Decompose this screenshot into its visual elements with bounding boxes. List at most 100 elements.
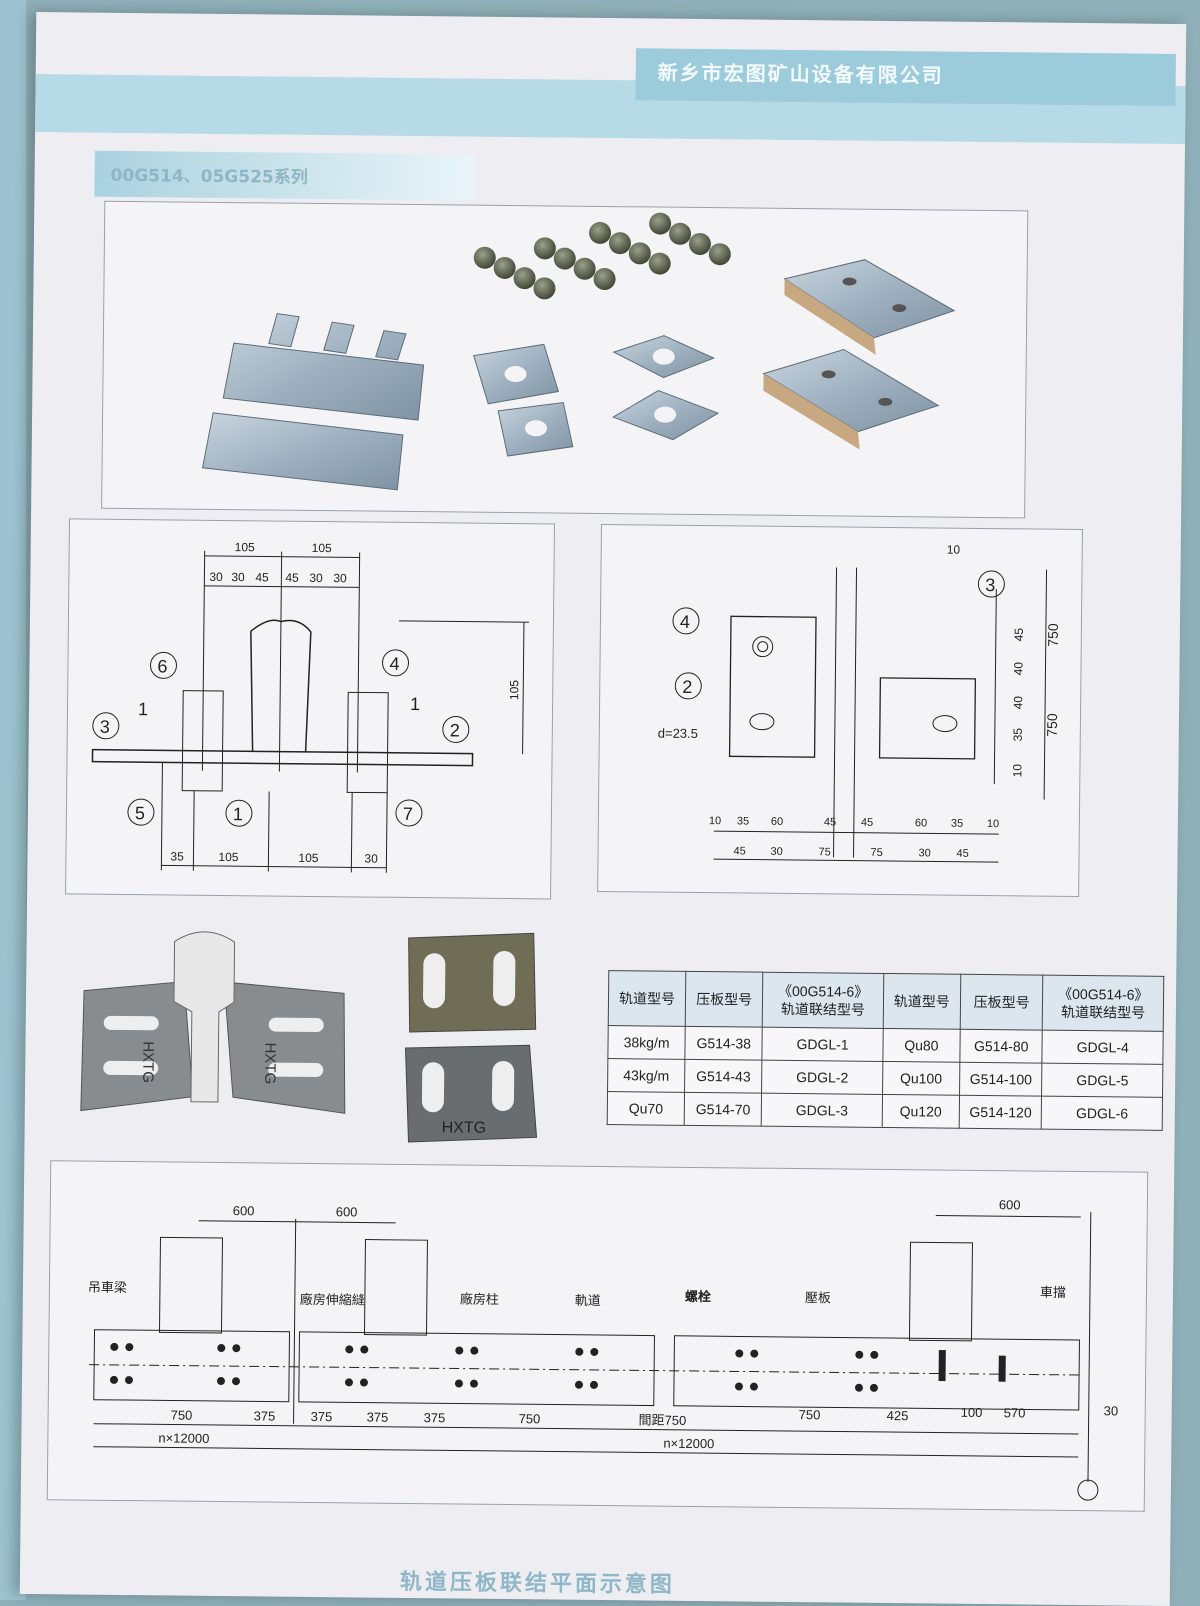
dim-top-600-2: 600: [336, 1204, 358, 1219]
dim-b2-6: 45: [956, 848, 968, 860]
clamp-stamp-right: HXTG: [261, 1042, 278, 1084]
cell: GDGL-3: [761, 1093, 883, 1128]
dim-top-right: 105: [312, 541, 332, 555]
label-stop: 車擋: [1040, 1285, 1066, 1300]
plan-drawing: 10 45 40 40 35 10 750 750 d=23.5 3 4 2 1…: [597, 523, 1083, 897]
header-rail-type-2: 轨道型号: [882, 973, 961, 1030]
plan-drawing-svg: 10 45 40 40 35 10 750 750 d=23.5 3 4 2 1…: [658, 543, 1061, 863]
dim-570: 570: [1004, 1405, 1026, 1420]
label-beam: 吊車梁: [88, 1280, 127, 1295]
hole-label: d=23.5: [658, 726, 698, 741]
dim-30: 30: [1104, 1403, 1119, 1418]
dim-small-2: 30: [231, 570, 245, 584]
dim-b1-7: 35: [951, 818, 963, 830]
cell: Qu80: [882, 1028, 961, 1063]
callout-3: 3: [100, 717, 110, 737]
spec-table: 轨道型号 压板型号 《00G514-6》 轨道联结型号 轨道型号 压板型号 《0…: [607, 970, 1165, 1131]
thick-plate-photo: [762, 259, 956, 450]
cell: 43kg/m: [607, 1058, 686, 1093]
plan-callout-4: 4: [680, 612, 690, 632]
dim-b1-5: 45: [861, 817, 873, 829]
dim-right-35: 35: [1011, 728, 1025, 742]
dim-right-10: 10: [1010, 764, 1024, 778]
product-photo: [201, 212, 956, 491]
dim-height: 105: [507, 680, 521, 700]
dim-b1-3: 60: [771, 816, 783, 828]
dim-b2-3: 75: [818, 846, 830, 858]
cell: GDGL-5: [1041, 1063, 1163, 1098]
right-plate: [878, 677, 977, 760]
dim-small-1: 30: [209, 570, 223, 584]
dim-b1-1: 10: [709, 815, 721, 827]
left-plate: [728, 615, 817, 758]
dim-right-750b: 750: [1044, 713, 1060, 737]
dim-375-1: 375: [254, 1408, 276, 1423]
cell: G514-43: [684, 1059, 763, 1094]
cell: 38kg/m: [607, 1025, 686, 1060]
dim-375-4: 375: [424, 1410, 446, 1425]
cell: G514-100: [959, 1062, 1043, 1097]
dim-right-40a: 40: [1011, 662, 1025, 676]
cell: G514-120: [959, 1095, 1042, 1130]
dim-top-10: 10: [947, 543, 961, 557]
dim-100: 100: [961, 1405, 983, 1420]
callout-5: 5: [135, 803, 145, 823]
header-rail-type-1: 轨道型号: [608, 970, 686, 1027]
plan-callout-2: 2: [682, 677, 692, 697]
cell: GDGL-2: [761, 1060, 883, 1095]
header-plate-type-1: 压板型号: [685, 971, 764, 1028]
dim-b2-4: 75: [870, 847, 882, 859]
span-left: n×12000: [158, 1430, 209, 1446]
dim-small-4: 45: [285, 571, 299, 585]
dim-b1-4: 45: [824, 816, 836, 828]
series-title: 00G514、05G525系列: [94, 150, 475, 201]
dim-750-2: 750: [519, 1411, 541, 1426]
plate-stamp: HXTG: [442, 1119, 487, 1136]
dim-bottom-3: 105: [298, 851, 318, 865]
label-plate: 壓板: [805, 1290, 831, 1305]
header-joint-type-2: 《00G514-6》 轨道联结型号: [1042, 975, 1164, 1032]
base-plate: [91, 748, 474, 767]
dim-top-600-3: 600: [999, 1197, 1021, 1212]
label-column: 廠房柱: [460, 1292, 499, 1307]
cell: GDGL-6: [1041, 1096, 1163, 1131]
dim-b2-1: 45: [734, 845, 746, 857]
dim-right-45: 45: [1012, 628, 1026, 642]
header-plate-type-2: 压板型号: [960, 974, 1044, 1031]
header-joint-type-1: 《00G514-6》 轨道联结型号: [762, 972, 884, 1029]
section-mark-left: 1: [138, 699, 148, 719]
dim-375-3: 375: [367, 1410, 389, 1425]
dim-small-3: 45: [255, 570, 269, 584]
callout-1: 1: [233, 804, 243, 824]
dim-bottom-1: 35: [170, 849, 184, 863]
dim-small-6: 30: [333, 571, 347, 585]
dim-top-left: 105: [235, 540, 255, 554]
product-photo-frame: [101, 200, 1029, 519]
bolt-set-photo: [473, 212, 731, 300]
cell: Qu70: [607, 1091, 685, 1126]
washer-photo: [473, 335, 720, 457]
cell: GDGL-1: [762, 1027, 883, 1062]
callout-7: 7: [403, 804, 413, 824]
rail-profile: [250, 619, 312, 752]
section-drawing-svg: 105 105 30 30 45 45 30 30 105 35 105 105…: [91, 540, 529, 873]
cell: G514-70: [684, 1092, 762, 1127]
plan-callout-3: 3: [985, 575, 995, 595]
dim-b1-2: 35: [737, 815, 749, 827]
callout-2: 2: [450, 720, 460, 740]
cell: Qu120: [881, 1094, 960, 1129]
callout-4: 4: [389, 654, 399, 674]
dim-750-3: 750: [799, 1407, 821, 1422]
label-rail: 軌道: [575, 1293, 601, 1308]
dim-bottom-2: 105: [218, 850, 238, 864]
section-mark-right: 1: [410, 694, 420, 714]
dim-top-600-1: 600: [233, 1203, 255, 1218]
layout-drawing-svg: 600 600 600 吊車梁 廠房伸縮縫 廠房柱 軌道 螺栓 壓板: [88, 1197, 1119, 1501]
dim-b1-6: 60: [915, 817, 927, 829]
dim-right-750a: 750: [1045, 623, 1061, 647]
dim-b2-5: 30: [918, 847, 930, 859]
cell: Qu100: [882, 1061, 960, 1096]
dim-right-40b: 40: [1011, 696, 1025, 710]
cell: GDGL-4: [1042, 1030, 1164, 1065]
